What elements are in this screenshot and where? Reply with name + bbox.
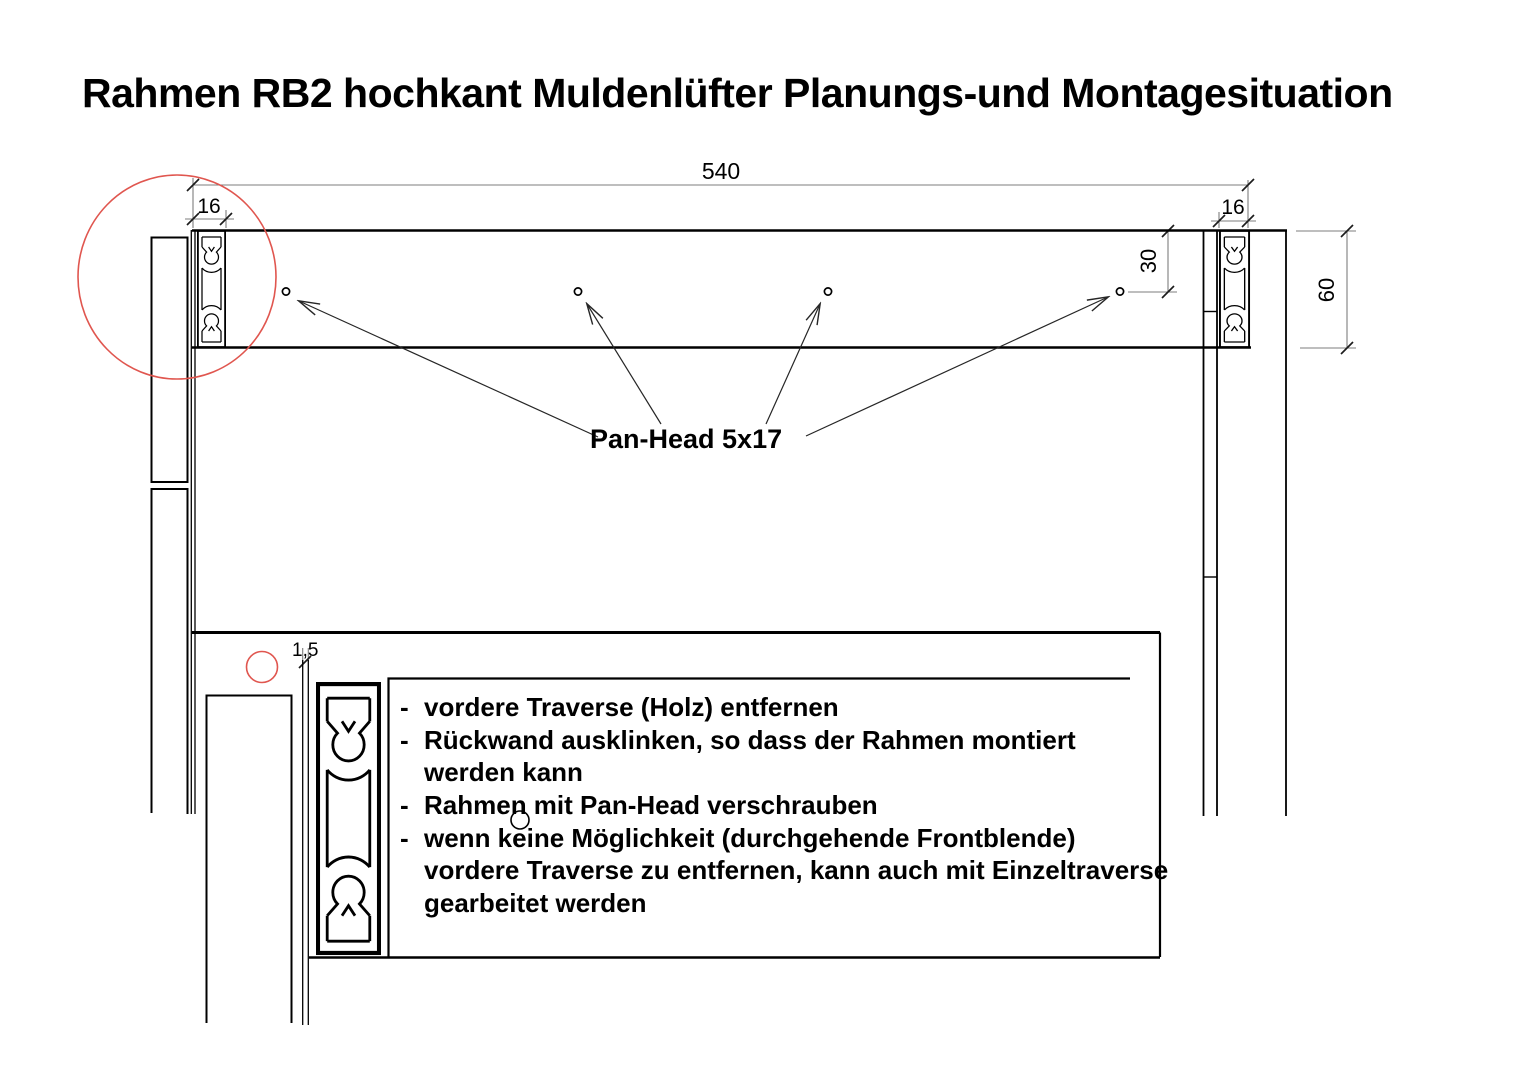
note-bullet: - — [400, 724, 409, 755]
screw-hole-4 — [1115, 287, 1125, 296]
note-text: gearbeitet werden — [424, 888, 647, 919]
right-wall-panel — [1202, 230, 1287, 816]
screw-hole-2 — [573, 287, 583, 296]
dim-label-16-right: 16 — [1221, 196, 1244, 219]
note-line: gearbeitet werden — [400, 887, 1168, 920]
dim-16-right — [1211, 212, 1256, 228]
leader-arrow-3 — [765, 304, 820, 425]
note-bullet: - — [400, 790, 409, 821]
note-bullet — [400, 887, 424, 920]
note-bullet: - — [400, 822, 409, 853]
highlight-circle-detail — [245, 650, 279, 684]
front-panel-section — [205, 694, 293, 1023]
note-bullet — [400, 756, 424, 789]
note-text: vordere Traverse zu entfernen, kann auch… — [424, 855, 1169, 886]
mounting-bracket-section — [318, 684, 379, 953]
note-text: werden kann — [424, 757, 583, 788]
dim-label-60: 60 — [1314, 278, 1339, 302]
dim-16-left — [185, 210, 234, 228]
note-line: werden kann — [400, 756, 1168, 789]
note-line: - vordere Traverse (Holz) entfernen — [400, 691, 1168, 724]
screw-type-label: Pan-Head 5x17 — [590, 424, 783, 454]
top-view-frame-drawing — [150, 229, 1287, 816]
note-text: Rahmen mit Pan-Head verschrauben — [424, 790, 878, 821]
mounting-bracket-left — [196, 229, 227, 349]
mounting-bracket-right — [1219, 229, 1251, 349]
leader-arrow-2 — [587, 304, 662, 425]
drawing-title: Rahmen RB2 hochkant Muldenlüfter Planung… — [82, 70, 1393, 116]
left-wall-panel — [150, 230, 196, 814]
note-text: vordere Traverse (Holz) entfernen — [424, 692, 839, 722]
dim-label-1-5: 1,5 — [292, 640, 318, 661]
note-bullet — [400, 854, 424, 887]
leader-arrow-4 — [805, 297, 1108, 437]
mounting-notes: - vordere Traverse (Holz) entfernen - Rü… — [400, 691, 1168, 920]
thin-back-panel — [302, 660, 309, 1025]
dim-540 — [186, 178, 1255, 228]
notes-box-border — [387, 677, 1130, 957]
leader-arrow-1 — [299, 301, 599, 438]
screw-holes — [281, 287, 1125, 296]
dim-label-30: 30 — [1136, 249, 1161, 273]
dim-label-540: 540 — [702, 158, 740, 184]
highlight-circle-bracket — [77, 174, 277, 380]
frame-beam — [192, 229, 1287, 349]
dim-label-16-left: 16 — [197, 195, 220, 218]
note-line: vordere Traverse zu entfernen, kann auch… — [400, 854, 1168, 887]
note-text: wenn keine Möglichkeit (durchgehende Fro… — [424, 822, 1076, 853]
screw-hole-1 — [281, 287, 291, 296]
note-text: Rückwand ausklinken, so dass der Rahmen … — [424, 724, 1076, 755]
screw-hole-section — [510, 810, 530, 830]
screw-hole-3 — [823, 287, 833, 296]
dim-1-5 — [298, 648, 312, 669]
note-bullet: - — [400, 692, 409, 722]
note-line: - Rahmen mit Pan-Head verschrauben — [400, 789, 1168, 822]
highlight-markers — [77, 174, 279, 684]
section-detail-drawing — [192, 631, 1162, 1025]
dimension-annotations: 540 16 16 30 60 1,5 — [185, 158, 1356, 669]
leader-arrows — [299, 297, 1108, 438]
note-line: - Rückwand ausklinken, so dass der Rahme… — [400, 724, 1168, 757]
dim-60 — [1296, 224, 1356, 355]
note-line: - wenn keine Möglichkeit (durchgehende F… — [400, 822, 1168, 855]
